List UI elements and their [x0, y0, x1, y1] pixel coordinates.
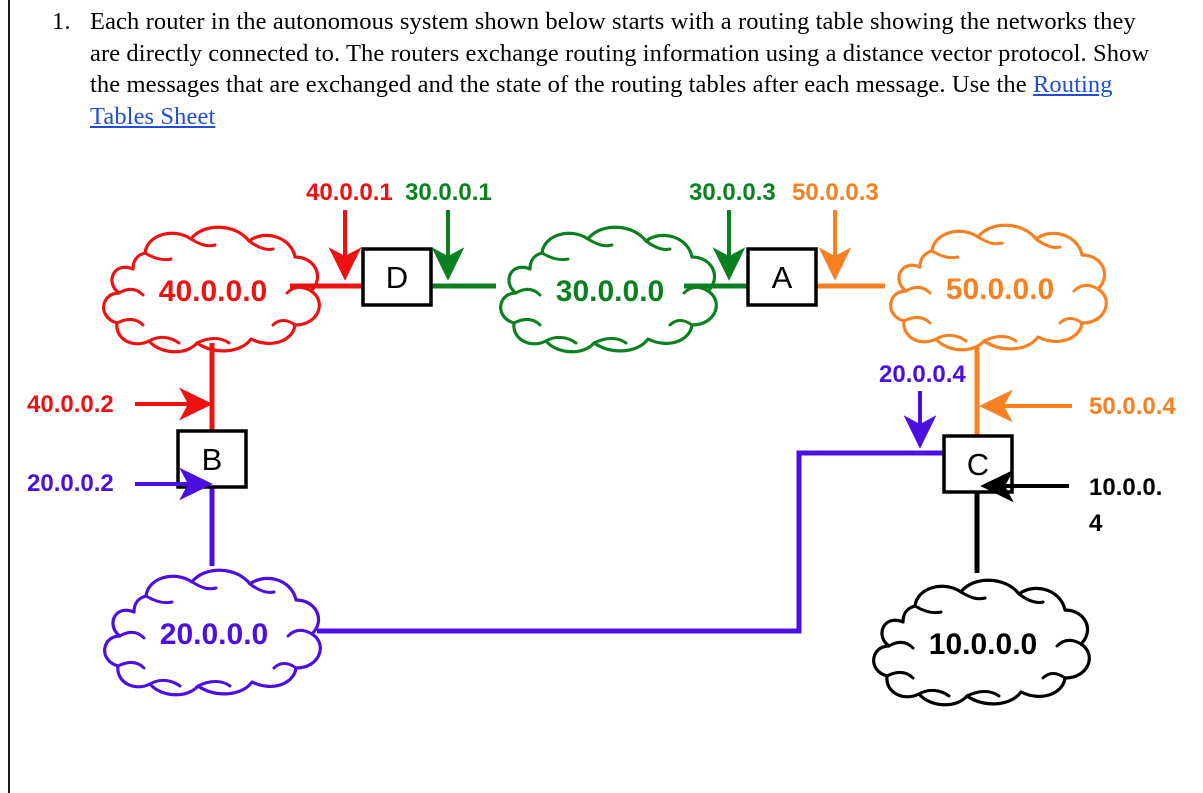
iface-20-0-0-4: 20.0.0.4: [879, 361, 966, 449]
routing-tables-sheet-link[interactable]: Routing Tables Sheet: [90, 71, 1113, 130]
iface-label-10-0-0-4-line1: 10.0.0.: [1089, 474, 1162, 501]
iface-40-0-0-1: 40.0.0.1: [306, 179, 393, 281]
router-box-c[interactable]: C: [942, 434, 1014, 494]
cloud-10-0-0-0: 10.0.0.0: [872, 578, 1091, 707]
cloud-label-10: 10.0.0.0: [929, 628, 1037, 661]
cloud-label-40: 40.0.0.0: [159, 275, 267, 308]
router-box-b[interactable]: B: [176, 429, 248, 489]
question-text: Each router in the autonomous system sho…: [90, 8, 1150, 98]
cloud-40-0-0-0: 40.0.0.0: [102, 225, 321, 354]
iface-label-20-0-0-2: 20.0.0.2: [27, 470, 114, 497]
router-label-a: A: [772, 260, 793, 295]
question-item-1: 1. Each router in the autonomous system s…: [52, 6, 1162, 132]
cloud-label-50: 50.0.0.0: [946, 273, 1054, 306]
cloud-50-0-0-0: 50.0.0.0: [889, 223, 1108, 352]
iface-30-0-0-3: 30.0.0.3: [689, 179, 776, 281]
question-list: 1. Each router in the autonomous system s…: [52, 6, 1162, 132]
iface-label-50-0-0-4: 50.0.0.4: [1089, 393, 1176, 420]
router-label-b: B: [202, 442, 223, 477]
iface-50-0-0-3: 50.0.0.3: [792, 179, 879, 281]
iface-20-0-0-2: 20.0.0.2: [27, 467, 213, 501]
cloud-30-0-0-0: 30.0.0.0: [499, 225, 718, 354]
question-block: 1. Each router in the autonomous system s…: [52, 6, 1162, 132]
iface-label-50-0-0-3: 50.0.0.3: [792, 179, 879, 206]
router-label-c: C: [967, 447, 989, 482]
iface-label-40-0-0-1: 40.0.0.1: [306, 179, 393, 206]
iface-50-0-0-4: 50.0.0.4: [979, 389, 1176, 423]
iface-40-0-0-2: 40.0.0.2: [27, 387, 213, 421]
router-label-d: D: [386, 260, 408, 295]
iface-label-10-0-0-4-line2: 4: [1089, 510, 1103, 537]
network-diagram: 40.0.0.0 30.0.0.0 50.0.0.0 20.0.0.0 10.0…: [0, 148, 1203, 793]
router-box-a[interactable]: A: [746, 247, 818, 307]
cloud-label-30: 30.0.0.0: [556, 275, 664, 308]
iface-30-0-0-1: 30.0.0.1: [405, 179, 492, 281]
link-20-to-c: [317, 450, 950, 634]
cloud-20-0-0-0: 20.0.0.0: [103, 568, 322, 697]
question-number: 1.: [52, 8, 71, 35]
iface-label-20-0-0-4: 20.0.0.4: [879, 361, 966, 388]
page-left-rule: [8, 0, 10, 793]
iface-label-30-0-0-1: 30.0.0.1: [405, 179, 492, 206]
iface-10-0-0-4: 10.0.0. 4: [980, 469, 1162, 537]
cloud-label-20: 20.0.0.0: [160, 618, 268, 651]
iface-label-30-0-0-3: 30.0.0.3: [689, 179, 776, 206]
iface-label-40-0-0-2: 40.0.0.2: [27, 391, 114, 418]
router-box-d[interactable]: D: [361, 247, 433, 307]
